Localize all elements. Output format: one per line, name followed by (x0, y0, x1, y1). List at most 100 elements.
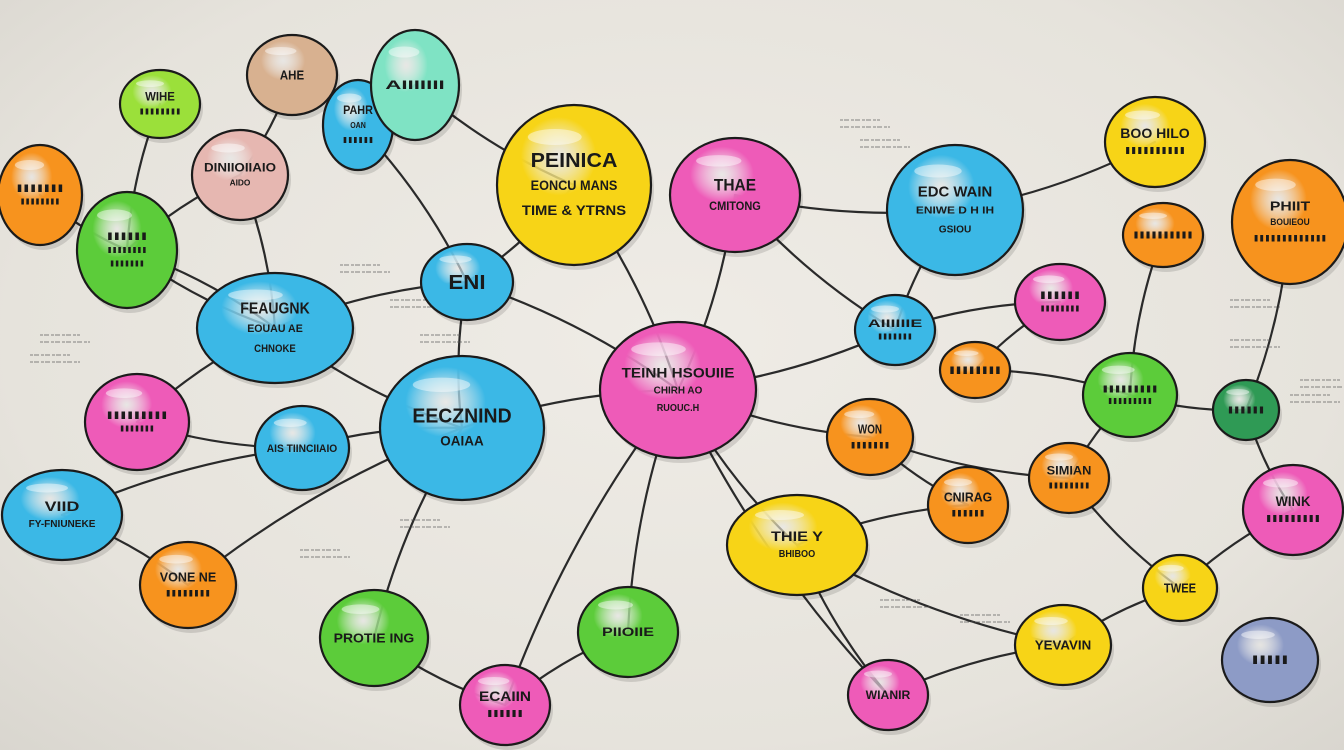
bubble-label: WIHE (145, 90, 175, 104)
bubble-node[interactable]: THIE Y BHIBOO (725, 493, 870, 600)
bubble-label: TIME & YTRNS (522, 202, 626, 218)
bubble-node[interactable]: ENI (419, 242, 516, 325)
bubble-highlight (228, 289, 283, 301)
bubble-shape (1211, 378, 1281, 442)
bubble-label: IIIIIIIIII (1125, 146, 1186, 157)
bubble-label: THIE Y (771, 528, 824, 544)
bubble-shape (598, 320, 758, 460)
bubble-shape (245, 33, 339, 117)
bubble-label: IIIIII (107, 231, 148, 243)
bubble-label: EOUAU AE (247, 323, 303, 335)
bubble-node[interactable]: IIIIIIIIII (1121, 201, 1206, 272)
bubble-label: BHIBOO (779, 549, 816, 560)
bubble-label: SIMIAN (1047, 464, 1092, 478)
bubble-highlight (1263, 478, 1298, 488)
bubble-highlight (26, 483, 68, 493)
bubble-label: AIIIIIIE (868, 318, 923, 330)
bubble-node[interactable]: AHE (245, 33, 340, 120)
bubble-label: BOUIEOU (1270, 217, 1310, 227)
bubble-label: THAE (714, 175, 756, 194)
bubble-shape (458, 663, 552, 747)
bubble-label: PAHR (343, 103, 373, 117)
bubble-shape (576, 585, 680, 679)
bubble-shape (83, 372, 191, 472)
bubble-label: TEINH HSOUIIE (622, 364, 735, 380)
bubble-label: IIIIIII (120, 425, 155, 434)
bubble-shape (668, 136, 802, 254)
bubble-label: IIIIIIII (949, 365, 1002, 377)
bubble-label: AIS TIINCIIAIO (267, 443, 338, 455)
bubble-highlight (105, 388, 143, 399)
bubble-shape (378, 354, 546, 502)
bubble-label: IIIIII (951, 508, 985, 518)
bubble-highlight (97, 209, 132, 221)
bubble-shape (1220, 616, 1320, 704)
bubble-label: ENI (448, 272, 485, 294)
bubble-highlight (388, 46, 420, 58)
bubble-label: WINK (1276, 493, 1311, 509)
bubble-node[interactable]: IIIIII (1211, 378, 1282, 445)
bubble-label: CHIRH AO (654, 385, 703, 396)
bubble-highlight (844, 410, 875, 419)
bubble-node[interactable]: IIIII (1220, 616, 1321, 707)
bubble-highlight (871, 305, 899, 313)
bubble-label: OAN (350, 120, 366, 130)
bubble-node[interactable]: IIIIIIII (938, 340, 1013, 403)
bubble-shape (1230, 158, 1344, 286)
bubble-label: YEVAVIN (1035, 638, 1091, 653)
bubble-shape (195, 271, 355, 385)
bubble-label: IIIIIIIII (106, 410, 167, 422)
bubble-highlight (1157, 564, 1184, 572)
bubble-highlight (598, 600, 633, 610)
bubble-node[interactable]: PROTIE ING (318, 588, 431, 691)
bubble-highlight (159, 554, 193, 564)
bubble-highlight (211, 143, 245, 153)
bubble-node[interactable]: AIIIIIII (369, 28, 462, 145)
bubble-label: ENIWE D H IH (916, 205, 994, 217)
bubble-shape (0, 468, 124, 562)
bubble-highlight (1045, 453, 1073, 461)
bubble-label: IIIIII (1040, 290, 1081, 302)
bubble-highlight (631, 342, 686, 357)
bubble-label: FEAUGNK (240, 301, 310, 318)
bubble-highlight (1101, 365, 1135, 374)
bubble-node[interactable]: TWEE (1141, 553, 1220, 626)
bubble-highlight (439, 255, 472, 263)
bubble-shape (1027, 441, 1111, 515)
bubble-label: EDC WAIN (918, 184, 992, 201)
bubble-label: PROTIE ING (334, 631, 415, 646)
bubble-node[interactable]: WIANIR (846, 658, 931, 735)
bubble-shape (1013, 603, 1113, 687)
bubble-highlight (1033, 275, 1065, 284)
bubble-node[interactable]: PIIOIIE (576, 585, 681, 682)
bubble-node[interactable]: YEVAVIN (1013, 603, 1114, 690)
bubble-label: VIID (45, 498, 80, 514)
bubble-node[interactable]: AIS TIINCIIAIO (253, 404, 352, 495)
bubble-label: PEINICA (531, 150, 618, 172)
bubble-highlight (755, 510, 804, 520)
